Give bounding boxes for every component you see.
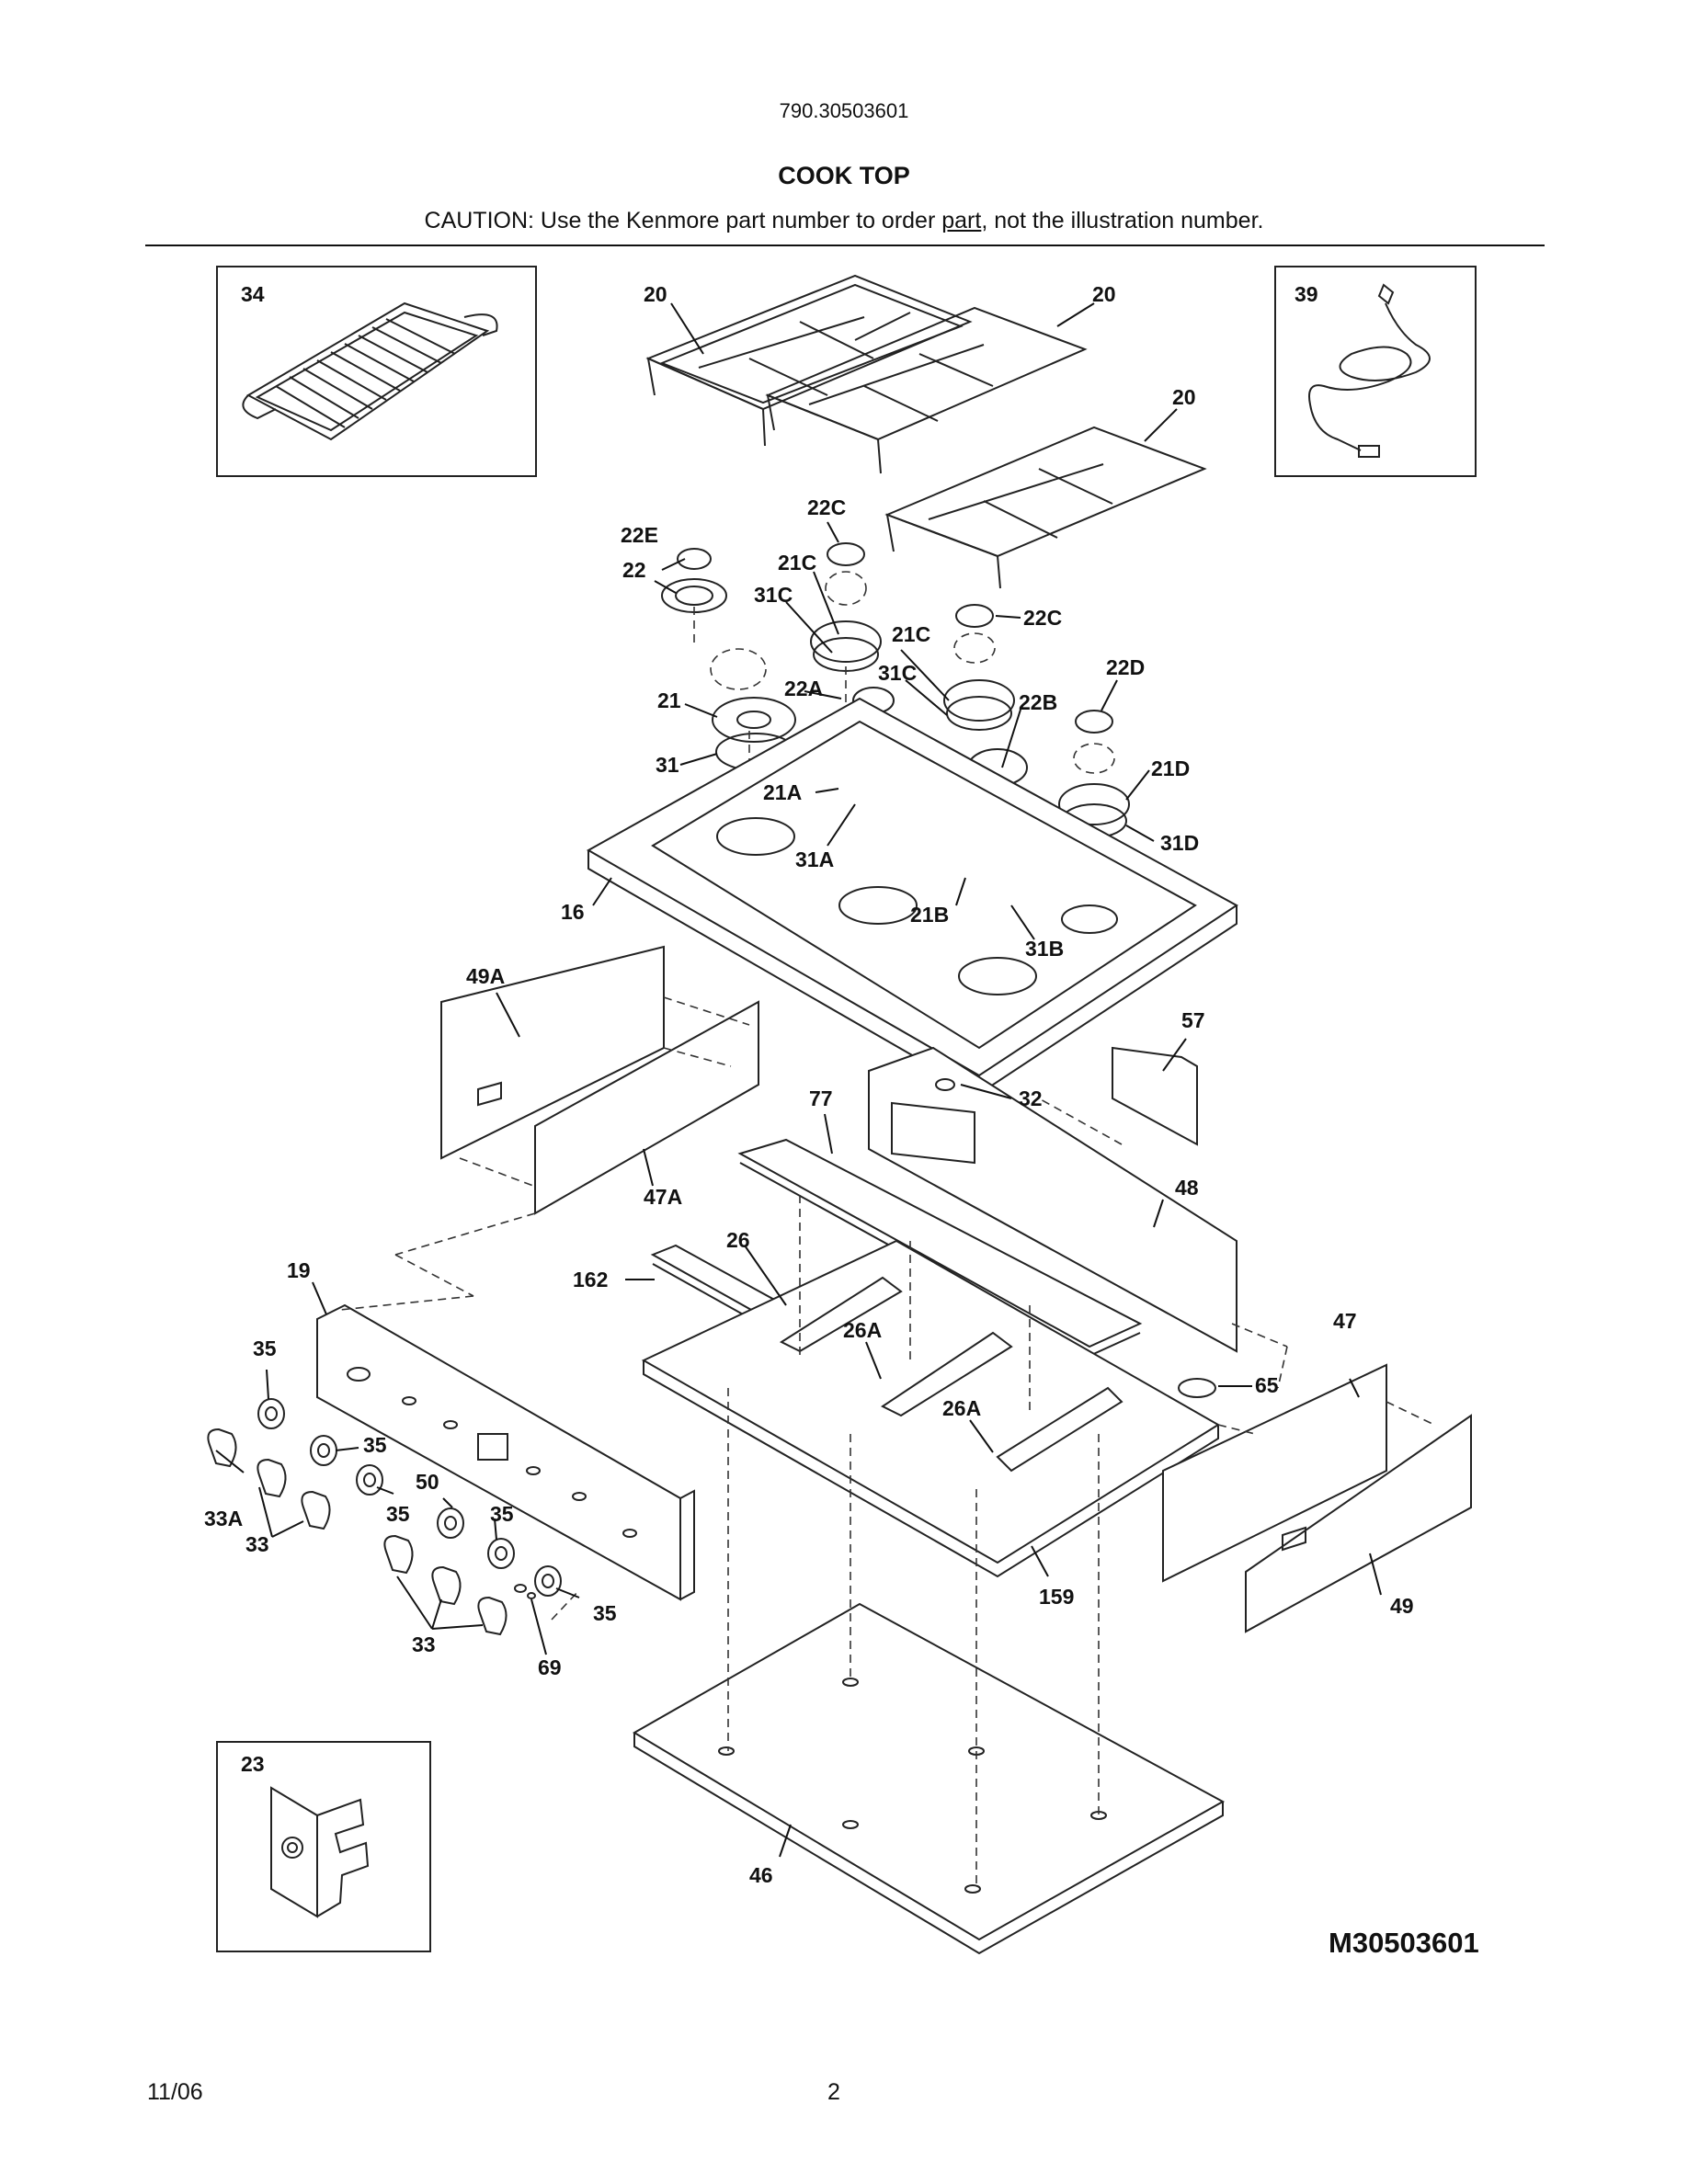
section-title: COOK TOP (778, 162, 910, 189)
callout-16: 16 (561, 900, 585, 924)
callout-35-e: 35 (593, 1601, 617, 1625)
callout-26a-lower: 26A (942, 1396, 981, 1420)
cooktop-panel (586, 697, 1238, 1099)
panel-49 (1245, 1414, 1472, 1633)
callout-20-left: 20 (644, 282, 667, 306)
callout-31c-top: 31C (754, 583, 793, 607)
callout-35-c: 35 (386, 1502, 410, 1526)
callout-21b: 21B (910, 903, 949, 927)
control-panel-19 (316, 1303, 695, 1601)
callout-26: 26 (726, 1228, 750, 1252)
callout-32: 32 (1019, 1086, 1043, 1110)
assembly-dashed-lines (339, 996, 1435, 1889)
part-65-bracket (1178, 1378, 1216, 1398)
callout-33-lower: 33 (412, 1632, 436, 1656)
callout-69: 69 (538, 1655, 562, 1679)
page-number: 2 (827, 2079, 840, 2105)
griddle-part (242, 301, 498, 441)
callout-21a: 21A (763, 780, 802, 804)
callout-57: 57 (1181, 1008, 1205, 1032)
callout-33a: 33A (204, 1507, 243, 1530)
callout-31: 31 (656, 753, 679, 777)
callout-46: 46 (749, 1863, 773, 1887)
bracket-57 (1112, 1046, 1198, 1146)
caution-text-suffix: , not the illustration number. (981, 208, 1264, 233)
callout-162: 162 (573, 1268, 608, 1291)
caution-text-prefix: CAUTION: Use the Kenmore part number to … (424, 208, 942, 233)
model-number: 790.30503601 (779, 99, 909, 122)
grate-middle (765, 306, 1088, 474)
callout-21d: 21D (1151, 756, 1190, 780)
power-cord-part (1308, 283, 1431, 458)
callout-22e: 22E (621, 523, 658, 547)
callout-159: 159 (1039, 1585, 1074, 1609)
callout-50: 50 (416, 1470, 439, 1494)
callout-77: 77 (809, 1086, 833, 1110)
callout-35-b: 35 (363, 1433, 387, 1457)
callout-31c-mid: 31C (878, 661, 917, 685)
panel-47a (534, 1000, 759, 1215)
callout-22a: 22A (784, 677, 823, 700)
callout-26a-upper: 26A (843, 1318, 882, 1342)
diagram-code: M30503601 (1329, 1927, 1479, 1959)
callout-19: 19 (287, 1258, 311, 1282)
header-divider (145, 245, 1545, 246)
callout-33-upper: 33 (245, 1532, 269, 1556)
panel-47 (1162, 1363, 1387, 1583)
caution-text-underlined: part (941, 208, 982, 233)
inset-box-bracket (216, 1741, 431, 1952)
inset-box-power-cord (1274, 266, 1477, 477)
callout-47: 47 (1333, 1309, 1357, 1333)
callout-22d: 22D (1106, 655, 1145, 679)
callout-21: 21 (657, 688, 681, 712)
callout-31b: 31B (1025, 937, 1064, 961)
callout-34: 34 (241, 282, 265, 306)
callout-39: 39 (1295, 282, 1318, 306)
callout-35-a: 35 (253, 1337, 277, 1360)
callout-31a: 31A (795, 847, 834, 871)
callout-49a: 49A (466, 964, 505, 988)
grate-right (884, 426, 1207, 589)
label-plate-50 (477, 1433, 508, 1461)
callout-23: 23 (241, 1752, 265, 1776)
callout-49: 49 (1390, 1594, 1414, 1618)
callout-22c-top: 22C (807, 495, 846, 519)
bracket-part (270, 1786, 370, 1918)
callout-20-lower: 20 (1172, 385, 1196, 409)
callout-22: 22 (622, 558, 646, 582)
callout-48: 48 (1175, 1176, 1199, 1200)
inset-box-griddle (216, 266, 537, 477)
callout-31d: 31D (1160, 831, 1199, 855)
knobs-and-bezels (207, 1398, 562, 1636)
panel-48 (868, 1046, 1237, 1353)
callout-21c-top: 21C (778, 551, 816, 574)
callout-20-right: 20 (1092, 282, 1116, 306)
callout-22c-mid: 22C (1023, 606, 1062, 630)
callout-35-d: 35 (490, 1502, 514, 1526)
callout-65: 65 (1255, 1373, 1279, 1397)
clip-69 (514, 1584, 527, 1593)
callout-leader-lines (215, 302, 1382, 1858)
caution-note: CAUTION: Use the Kenmore part number to … (0, 208, 1688, 234)
footer-date: 11/06 (147, 2079, 203, 2105)
callout-22b: 22B (1019, 690, 1057, 714)
base-pan-46 (633, 1602, 1226, 1955)
grate-left (645, 274, 973, 447)
callout-21c-mid: 21C (892, 622, 930, 646)
callout-47a: 47A (644, 1185, 682, 1209)
